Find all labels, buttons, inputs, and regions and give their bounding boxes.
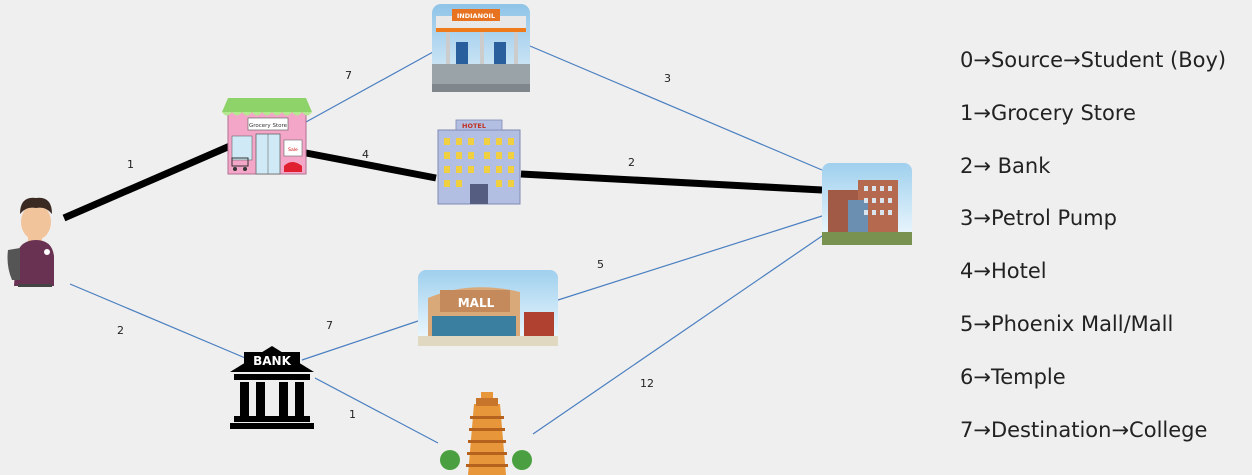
- legend-item-bank: 2→ Bank: [960, 153, 1051, 178]
- legend-item-grocery: 1→Grocery Store: [960, 100, 1136, 125]
- student-icon: [7, 197, 54, 287]
- edge-bank-mall: [301, 320, 419, 361]
- mall-icon: MALL: [418, 270, 558, 346]
- weight-temple-college: 12: [640, 377, 654, 390]
- edge-bank-temple: [314, 377, 439, 444]
- bank-sign: BANK: [253, 354, 291, 368]
- edge-grocery-hotel: [305, 149, 437, 182]
- legend-item-petrol: 3→Petrol Pump: [960, 206, 1117, 231]
- legend-item-source: 0→Source→Student (Boy): [960, 48, 1227, 72]
- weight-bank-mall: 7: [326, 319, 333, 332]
- weight-mall-college: 5: [597, 258, 604, 271]
- petrol-sign: INDIANOIL: [457, 12, 495, 20]
- hotel-sign: HOTEL: [462, 122, 486, 130]
- legend-item-mall: 5→Phoenix Mall/Mall: [960, 311, 1174, 336]
- hotel-icon: HOTEL: [437, 119, 521, 205]
- grocery-store-icon: Grocery Store Sale: [222, 98, 312, 175]
- grocery-door-sign: Sale: [288, 147, 298, 153]
- weight-grocery-petrol: 7: [345, 69, 352, 82]
- edge-student-bank: [69, 283, 251, 361]
- temple-icon: [440, 392, 532, 475]
- node-legend: 0→Source→Student (Boy) 1→Grocery Store 2…: [960, 44, 1226, 466]
- weight-bank-temple: 1: [349, 408, 356, 421]
- weight-grocery-hotel: 4: [362, 148, 369, 161]
- weight-hotel-college: 2: [628, 156, 635, 169]
- edge-petrol-college: [529, 45, 823, 171]
- edge-mall-college: [557, 215, 823, 301]
- bank-icon: BANK: [230, 346, 314, 429]
- edge-student-grocery: [62, 142, 232, 222]
- grocery-sign: Grocery Store: [249, 123, 288, 129]
- petrol-pump-icon: INDIANOIL: [432, 4, 530, 92]
- graph-diagram: 1 2 7 4 3 2 7 1 5 12 Grocery Store Sale: [7, 4, 912, 475]
- edge-temple-college: [532, 235, 823, 435]
- weight-petrol-college: 3: [664, 72, 671, 85]
- edge-hotel-college: [520, 170, 823, 194]
- legend-item-hotel: 4→Hotel: [960, 259, 1047, 284]
- weight-student-grocery: 1: [127, 158, 134, 171]
- edge-weights: 1 2 7 4 3 2 7 1 5 12: [117, 69, 671, 421]
- edges: [62, 45, 823, 444]
- weight-student-bank: 2: [117, 324, 124, 337]
- edge-grocery-petrol: [305, 51, 434, 123]
- legend-item-destination: 7→Destination→College: [960, 417, 1208, 442]
- college-icon: [822, 163, 912, 245]
- mall-sign: MALL: [458, 296, 495, 310]
- legend-item-temple: 6→Temple: [960, 364, 1066, 389]
